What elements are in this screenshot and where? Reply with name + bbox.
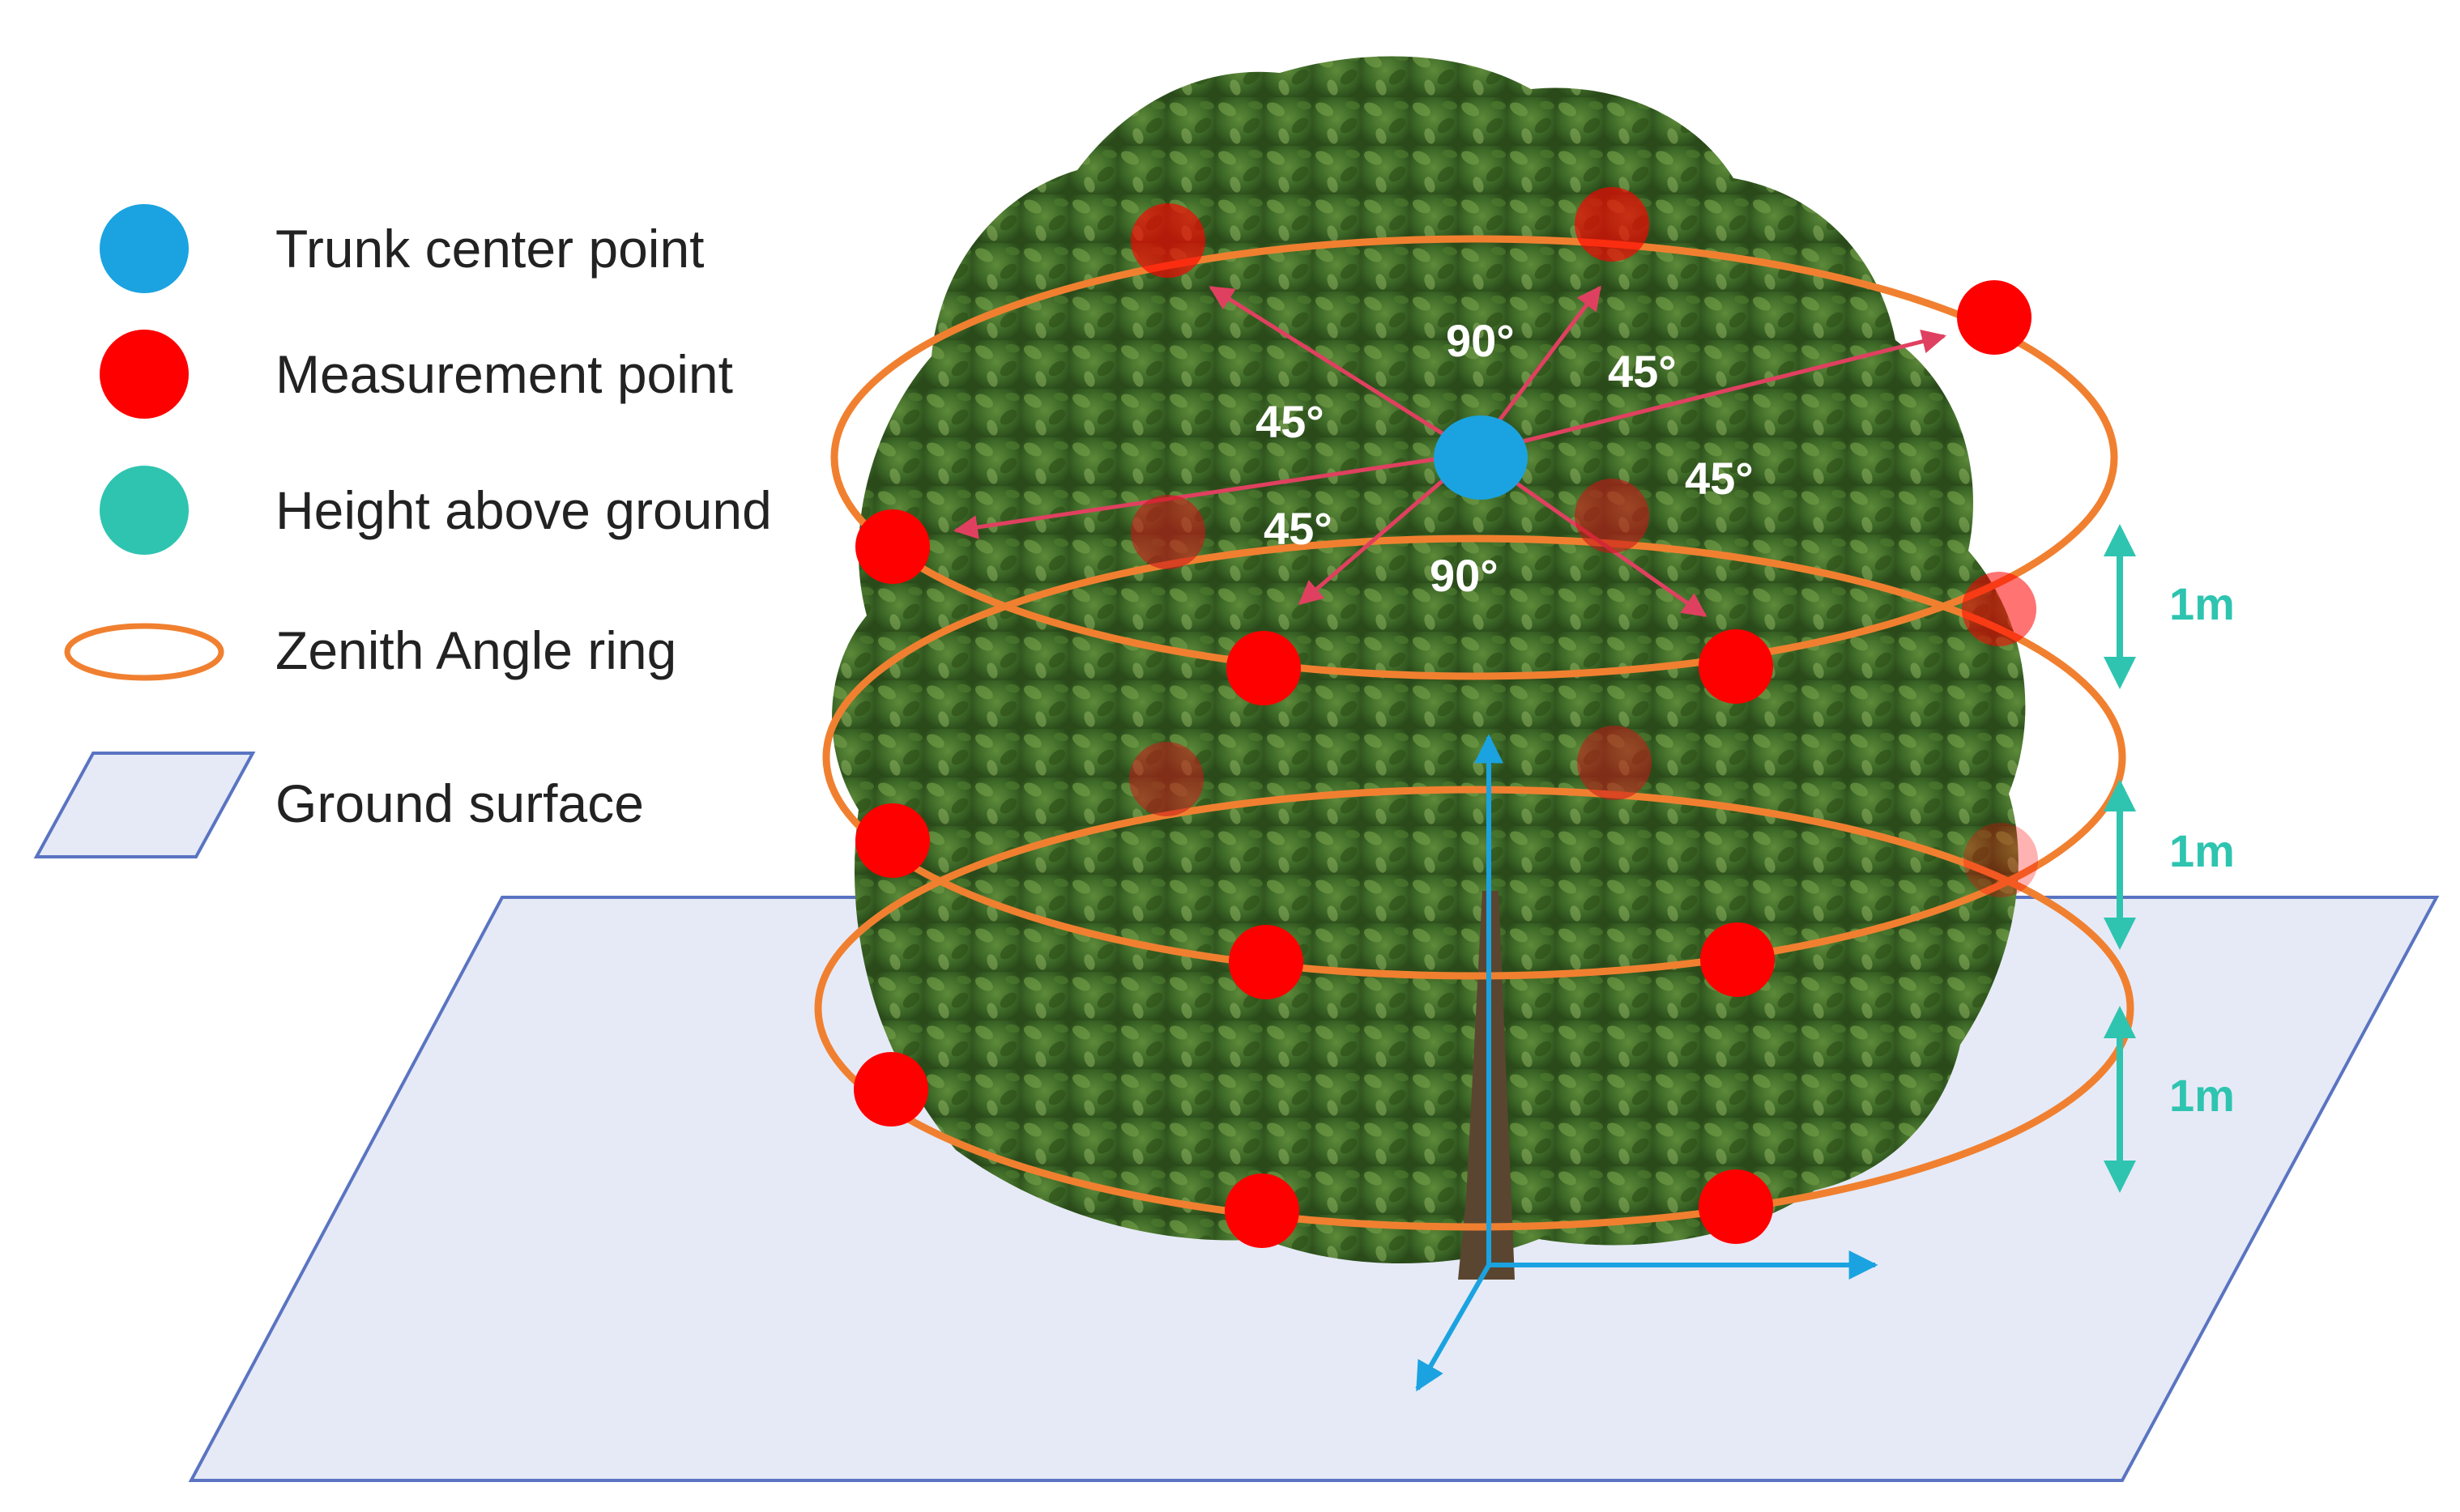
measurement-point xyxy=(855,803,930,878)
measurement-points-middle xyxy=(855,726,2038,999)
measurement-point xyxy=(854,1052,928,1127)
angle-label-left: 45° xyxy=(1256,396,1324,447)
ring-middle xyxy=(822,535,2126,980)
arrow-left xyxy=(953,451,1475,539)
angle-label-upper-right: 45° xyxy=(1608,346,1677,397)
measurement-point xyxy=(1225,1173,1299,1248)
dimension-label-upper: 1m xyxy=(2169,578,2235,629)
measurement-point xyxy=(1699,1169,1773,1244)
dimension-label-lower: 1m xyxy=(2169,1070,2235,1121)
legend-item-height: Height above ground xyxy=(100,466,772,555)
measurement-point xyxy=(1575,479,1649,553)
measurement-point xyxy=(1131,203,1205,278)
measurement-dot-icon xyxy=(100,330,189,419)
trunk-center-dot-icon xyxy=(100,204,189,293)
measurement-point xyxy=(855,509,930,584)
legend-label: Height above ground xyxy=(275,480,772,540)
measurement-point xyxy=(1700,922,1775,997)
dimension-label-middle: 1m xyxy=(2169,825,2235,876)
legend-label: Trunk center point xyxy=(275,219,704,279)
ground-parallelogram-icon xyxy=(33,752,256,858)
legend: Trunk center point Measurement point Hei… xyxy=(33,204,772,858)
legend-item-measurement: Measurement point xyxy=(100,330,733,419)
angle-label-lower-left: 45° xyxy=(1264,503,1332,554)
legend-label: Zenith Angle ring xyxy=(275,620,676,680)
axis-diagonal xyxy=(1415,1263,1491,1392)
measurement-points-lower xyxy=(854,1052,1773,1248)
measurement-point xyxy=(1699,629,1773,704)
measurement-point xyxy=(1131,495,1205,569)
height-dot-icon xyxy=(100,466,189,555)
measurement-point xyxy=(1963,823,2038,897)
angle-label-right: 45° xyxy=(1685,453,1754,504)
measurement-point xyxy=(1575,187,1649,262)
arrow-right xyxy=(1473,329,1946,456)
legend-item-ground: Ground surface xyxy=(33,752,644,858)
ring-ellipse-icon xyxy=(64,623,224,681)
measurement-point xyxy=(1962,572,2036,646)
legend-label: Ground surface xyxy=(275,773,644,833)
measurement-point xyxy=(1957,280,2032,355)
measurement-point xyxy=(1226,631,1301,705)
legend-item-ring: Zenith Angle ring xyxy=(64,620,676,681)
measurement-point xyxy=(1129,742,1204,816)
trunk-center-point xyxy=(1434,415,1528,500)
ring-upper xyxy=(830,235,2118,680)
angle-label-bottom: 90° xyxy=(1430,550,1499,601)
angle-label-top: 90° xyxy=(1446,315,1515,366)
measurement-points-upper xyxy=(855,187,2036,705)
ground-axes xyxy=(1415,734,1878,1392)
measurement-point xyxy=(1577,726,1652,800)
arrow-upper-left xyxy=(1209,285,1476,456)
measurement-point xyxy=(1229,925,1303,999)
legend-item-trunk-center: Trunk center point xyxy=(100,204,704,293)
legend-label: Measurement point xyxy=(275,344,733,404)
